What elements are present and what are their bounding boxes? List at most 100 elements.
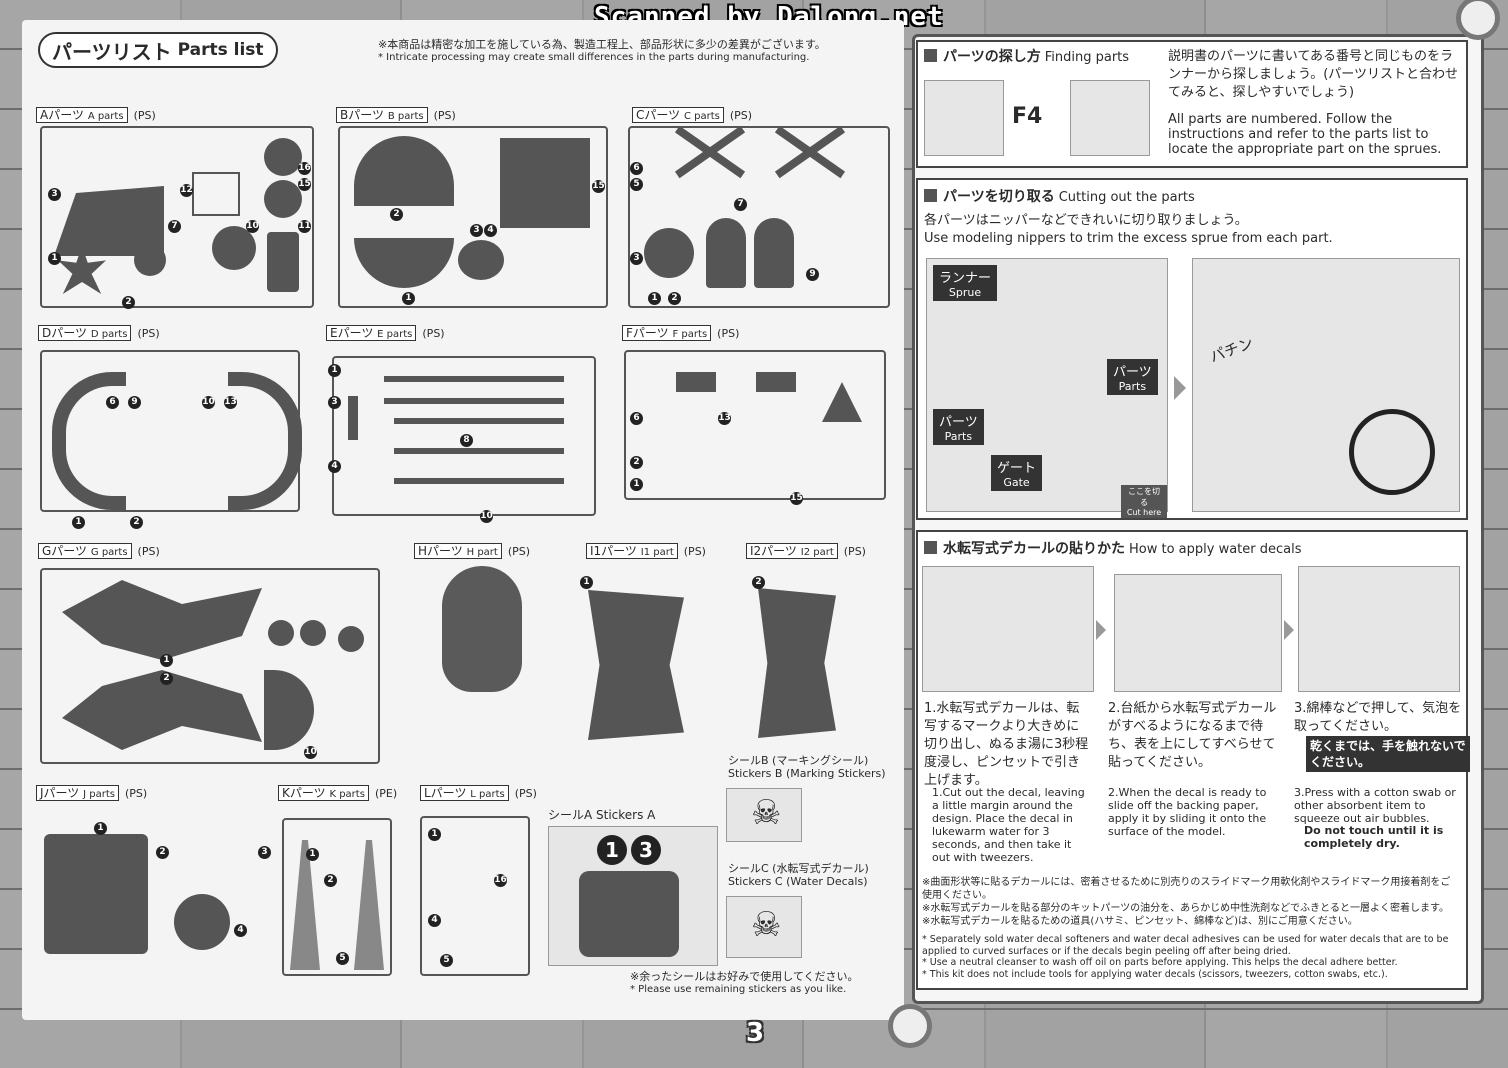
part-number: 16	[494, 874, 507, 887]
stickers-c-label: シールC (水転写式デカール) Stickers C (Water Decals…	[728, 862, 869, 888]
sticker-number: 1	[597, 835, 627, 865]
part-number: 2	[130, 516, 143, 529]
part-number: 2	[630, 456, 643, 469]
swirl-ornament-icon	[1456, 0, 1500, 40]
sprue-d-diagram: 6 9 10 13 1 2	[40, 350, 302, 529]
deck-part	[500, 138, 590, 228]
part-number: 9	[806, 268, 819, 281]
rod-part	[384, 376, 564, 382]
block-part	[756, 372, 796, 392]
frame-part	[192, 172, 240, 216]
rod-part	[384, 398, 564, 404]
stickers-a-sheet: 1 3	[548, 826, 718, 966]
stickers-c-sheet: ☠	[726, 896, 802, 958]
sprue-label-k: Kパーツ K parts(PE)	[278, 784, 397, 801]
skull-icon: ☠	[751, 905, 782, 945]
sprue-f-diagram: 6 2 1 13 15	[624, 350, 886, 505]
part-number: 1	[402, 292, 415, 305]
sprue-label-e: Eパーツ E parts(PS)	[326, 324, 445, 341]
part-number: 15	[790, 492, 803, 505]
sprue-h-diagram	[442, 566, 522, 692]
part-number: 8	[460, 434, 473, 447]
manufacturing-note: ※本商品は精密な加工を施している為、製造工程上、部品形状に多少の差異がございます…	[378, 38, 826, 63]
parts-list-page	[22, 20, 904, 1020]
part-number: 5	[440, 954, 453, 967]
decal-step1-illustration	[922, 566, 1094, 692]
part-number: 3	[470, 224, 483, 237]
finding-sprue-illustration	[924, 80, 1004, 156]
part-number: 2	[324, 874, 337, 887]
part-number: 7	[734, 198, 747, 211]
part-number: 5	[336, 952, 349, 965]
skull-icon: ☠	[751, 793, 782, 833]
decal-step3-jp: 3.綿棒などで押して、気泡を取ってください。	[1294, 701, 1462, 734]
sprue-c-diagram: 6 5 3 1 2 7 9	[628, 125, 890, 308]
fin-part	[754, 218, 794, 288]
part-number: 1	[72, 516, 85, 529]
round-part	[268, 620, 294, 646]
cutting-body-en: Use modeling nippers to trim the excess …	[924, 231, 1333, 246]
plate-part	[44, 834, 148, 954]
finding-parts-section	[916, 40, 1468, 168]
hull-part	[354, 238, 454, 288]
stickers-b-label: シールB (マーキングシール) Stickers B (Marking Stic…	[728, 754, 886, 780]
swirl-ornament-icon	[888, 1004, 932, 1048]
sail-part	[588, 590, 684, 740]
block-part	[267, 232, 299, 292]
arrow-right-icon	[1174, 376, 1186, 400]
wing-part	[62, 580, 262, 660]
part-number: 9	[128, 396, 141, 409]
sprue-i1-diagram: 1	[574, 570, 688, 750]
part-number: 12	[180, 184, 193, 197]
round-part	[300, 620, 326, 646]
ladder-part	[354, 840, 384, 970]
part-number: 5	[630, 178, 643, 191]
round-part	[338, 626, 364, 652]
round-part	[644, 228, 694, 278]
part-number: 6	[630, 162, 643, 175]
part-number: 1	[94, 822, 107, 835]
decal-step3-warning-en: Do not touch until it is completely dry.	[1304, 824, 1444, 850]
sprue-label-d: Dパーツ D parts(PS)	[38, 324, 160, 341]
part-number: 3	[258, 846, 271, 859]
sprue-label-b: Bパーツ B parts(PS)	[336, 106, 456, 123]
decal-step1-jp: 1.水転写式デカールは、転写するマークより大きめに切り出し、ぬるま湯に3秒程度浸…	[924, 701, 1089, 788]
stickers-b-sheet: ☠	[726, 788, 802, 842]
sprue-label-c: Cパーツ C parts(PS)	[632, 106, 752, 123]
finding-body-en: All parts are numbered. Follow the instr…	[1168, 112, 1442, 157]
sprue-label-h: Hパーツ H part(PS)	[414, 542, 530, 559]
part-number: 15	[298, 178, 311, 191]
part-number: 10	[246, 220, 259, 233]
sprue-label-a: Aパーツ A parts(PS)	[36, 106, 156, 123]
part-number: 1	[630, 478, 643, 491]
part-number: 4	[484, 224, 497, 237]
ring-part	[228, 372, 302, 510]
snap-sound: パチン	[1207, 333, 1256, 367]
round-part	[212, 226, 256, 270]
finding-part-illustration	[1070, 80, 1150, 156]
parts-list-title: パーツリスト Parts list	[38, 32, 278, 68]
round-part	[134, 244, 166, 276]
part-number: 4	[328, 460, 341, 473]
arrow-right-icon	[1284, 620, 1294, 640]
part-number: 1	[306, 848, 319, 861]
part-number: 1	[428, 828, 441, 841]
sprue-j-diagram: 1 2 3 4	[40, 818, 272, 968]
rod-part	[394, 418, 564, 424]
decal-step2-jp: 2.台紙から水転写式デカールがすべるようになるまで待ち、表を上にしてすべらせて貼…	[1108, 701, 1277, 770]
part-number: 10	[480, 510, 493, 523]
half-disc-part	[264, 670, 314, 750]
round-part	[458, 240, 504, 280]
part-number: 7	[168, 220, 181, 233]
sprue-label-g: Gパーツ G parts(PS)	[38, 542, 160, 559]
decal-notes-jp: ※曲面形状等に貼るデカールには、密着させるために別売りのスライドマーク用軟化剤や…	[922, 877, 1451, 927]
hull-part	[354, 136, 454, 206]
